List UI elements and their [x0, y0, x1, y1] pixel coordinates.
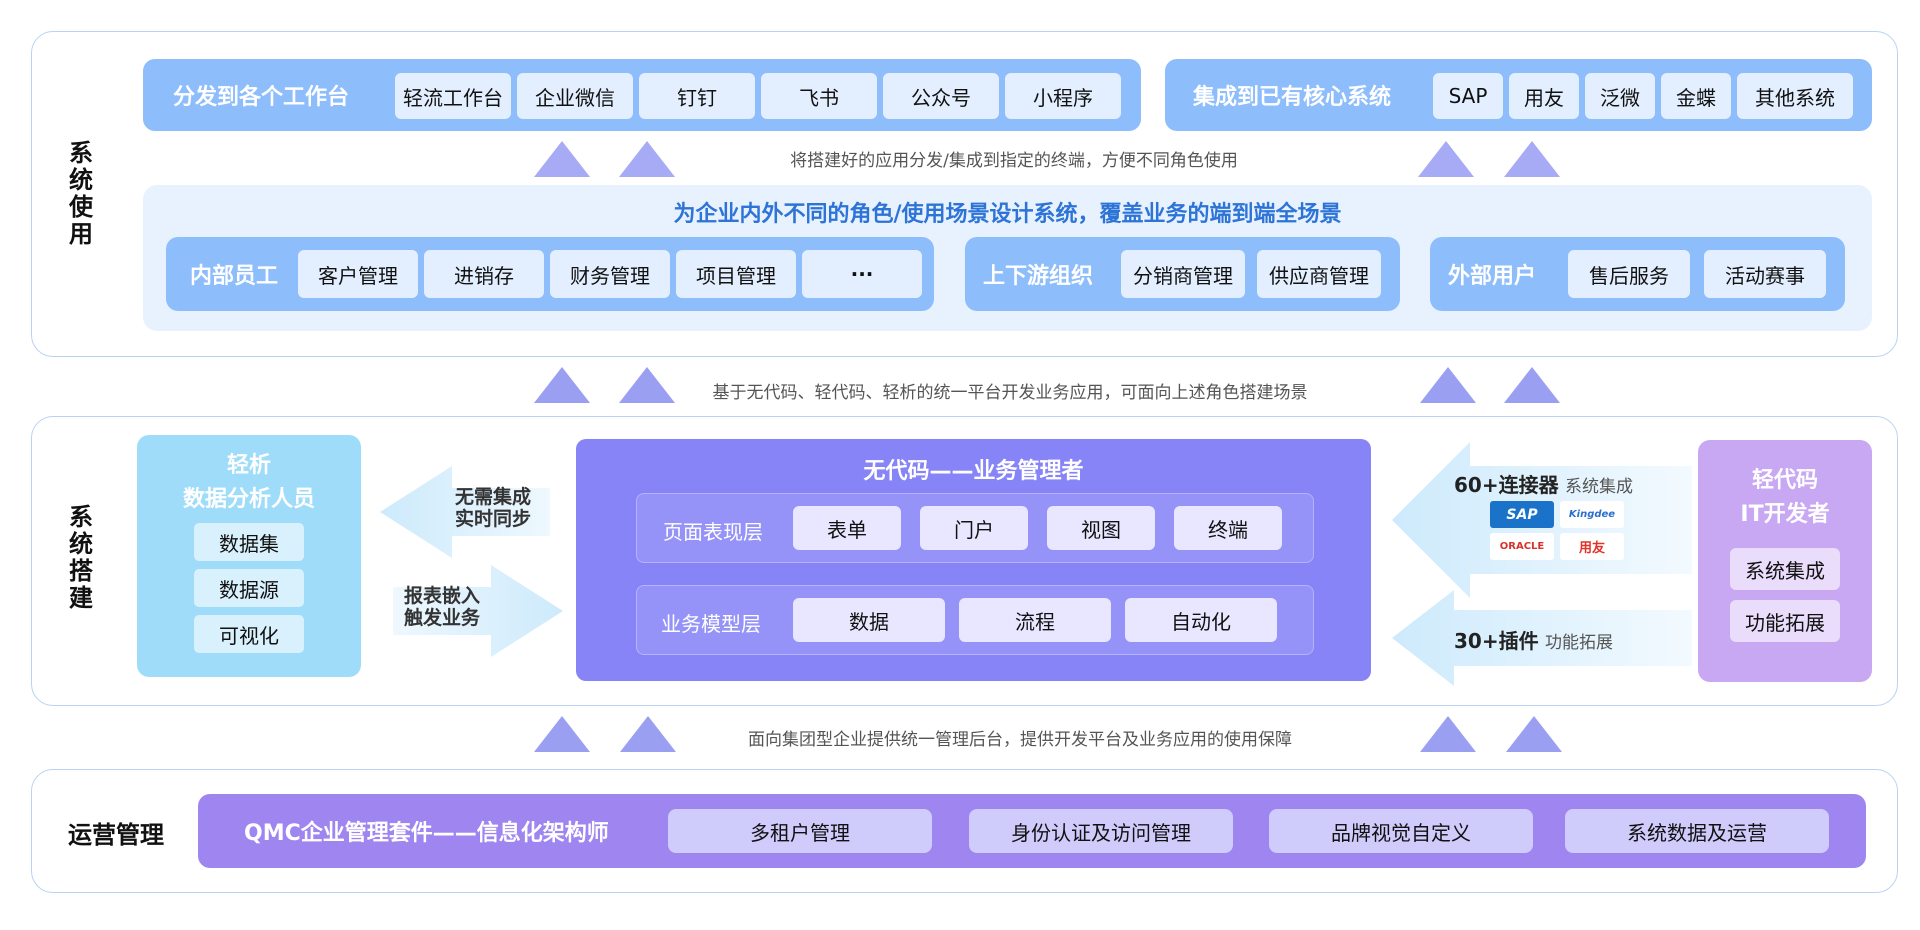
core-system-chip[interactable]: 其他系统: [1737, 73, 1853, 119]
scene-chip[interactable]: 分销商管理: [1121, 250, 1245, 298]
distribution-note: 将搭建好的应用分发/集成到指定的终端，方便不同角色使用: [790, 151, 1238, 171]
internal-staff-title: 内部员工: [190, 264, 279, 289]
scene-chip[interactable]: 客户管理: [298, 250, 418, 298]
up-arrow-icon: [1504, 367, 1560, 403]
sync-arrow-left: [380, 466, 550, 558]
workbench-chip[interactable]: 小程序: [1005, 73, 1121, 119]
nocode-title: 无代码——业务管理者: [863, 459, 1084, 484]
core-system-chip[interactable]: 用友: [1509, 73, 1579, 119]
lowcode-role: IT开发者: [1740, 502, 1830, 527]
analytics-chip[interactable]: 数据源: [194, 569, 304, 607]
page-layer: 页面表现层 表单 门户 视图 终端: [636, 493, 1314, 563]
embed-arrow-right: [393, 565, 563, 657]
oracle-logo: ORACLE: [1490, 533, 1554, 560]
analytics-chip[interactable]: 数据集: [194, 523, 304, 561]
plugins-sub: 功能拓展: [1544, 633, 1613, 653]
more-chip[interactable]: ···: [802, 250, 922, 298]
page-layer-chip[interactable]: 视图: [1047, 506, 1155, 550]
workbench-chip[interactable]: 企业微信: [517, 73, 633, 119]
up-arrow-icon: [1420, 367, 1476, 403]
lowcode-chip[interactable]: 功能拓展: [1730, 600, 1840, 642]
analytics-role: 数据分析人员: [182, 487, 315, 512]
analytics-title: 轻析: [226, 453, 271, 478]
model-layer-chip[interactable]: 数据: [793, 598, 945, 642]
scene-chip[interactable]: 供应商管理: [1257, 250, 1381, 298]
qmc-chip[interactable]: 多租户管理: [668, 809, 932, 853]
internal-staff-bar: 内部员工 客户管理 进销存 财务管理 项目管理 ···: [166, 237, 934, 311]
analytics-card: 轻析 数据分析人员 数据集 数据源 可视化: [137, 435, 361, 677]
system-build-label: 系 统 搭 建: [69, 503, 93, 612]
up-arrow-icon: [534, 716, 590, 752]
workbench-chip[interactable]: 轻流工作台: [395, 73, 511, 119]
operations-label: 运营管理: [68, 821, 164, 849]
connectors-count: 60+连接器: [1454, 473, 1559, 497]
scenes-headline: 为企业内外不同的角色/使用场景设计系统，覆盖业务的端到端全场景: [673, 202, 1342, 227]
core-system-chip[interactable]: 金蝶: [1661, 73, 1731, 119]
plugins-label: 30+插件 功能拓展: [1454, 625, 1613, 654]
analytics-chip[interactable]: 可视化: [194, 615, 304, 653]
workbench-chip[interactable]: 公众号: [883, 73, 999, 119]
up-arrow-icon: [534, 367, 590, 403]
up-arrow-icon: [620, 716, 676, 752]
workbench-chip[interactable]: 钉钉: [639, 73, 755, 119]
management-note: 面向集团型企业提供统一管理后台，提供开发平台及业务应用的使用保障: [748, 730, 1292, 750]
sync-arrow-label: 无需集成 实时同步: [455, 486, 532, 530]
qmc-bar: QMC企业管理套件——信息化架构师 多租户管理 身份认证及访问管理 品牌视觉自定…: [198, 794, 1866, 868]
up-arrow-icon: [1506, 716, 1562, 752]
external-users-bar: 外部用户 售后服务 活动赛事: [1430, 237, 1845, 311]
page-layer-chip[interactable]: 门户: [920, 506, 1028, 550]
up-arrow-icon: [1420, 716, 1476, 752]
scene-chip[interactable]: 项目管理: [676, 250, 796, 298]
lowcode-chip[interactable]: 系统集成: [1730, 548, 1840, 590]
yonyou-logo: 用友: [1560, 533, 1624, 560]
up-arrow-icon: [619, 141, 675, 177]
scene-chip[interactable]: 财务管理: [550, 250, 670, 298]
model-layer-chip[interactable]: 流程: [959, 598, 1111, 642]
plugins-arrow: [1392, 590, 1692, 686]
scene-chip[interactable]: 售后服务: [1568, 250, 1690, 298]
core-system-chip[interactable]: SAP: [1433, 73, 1503, 119]
up-arrow-icon: [534, 141, 590, 177]
distribute-title: 分发到各个工作台: [173, 85, 350, 110]
connectors-sub: 系统集成: [1564, 477, 1633, 497]
qmc-chip[interactable]: 品牌视觉自定义: [1269, 809, 1533, 853]
qmc-chip[interactable]: 身份认证及访问管理: [969, 809, 1233, 853]
integrate-bar: 集成到已有核心系统 SAP 用友 泛微 金蝶 其他系统: [1165, 59, 1872, 131]
qmc-chip[interactable]: 系统数据及运营: [1565, 809, 1829, 853]
upstream-downstream-title: 上下游组织: [983, 264, 1094, 289]
lowcode-card: 轻代码 IT开发者 系统集成 功能拓展: [1698, 440, 1872, 682]
sap-logo: SAP: [1490, 501, 1554, 528]
page-layer-label: 页面表现层: [663, 520, 763, 544]
model-layer-label: 业务模型层: [661, 612, 761, 636]
platform-note: 基于无代码、轻代码、轻析的统一平台开发业务应用，可面向上述角色搭建场景: [712, 383, 1308, 403]
connectors-label: 60+连接器 系统集成: [1454, 469, 1633, 498]
upstream-downstream-bar: 上下游组织 分销商管理 供应商管理: [965, 237, 1400, 311]
lowcode-title: 轻代码: [1751, 468, 1818, 493]
page-layer-chip[interactable]: 表单: [793, 506, 901, 550]
nocode-card: 无代码——业务管理者 页面表现层 表单 门户 视图 终端 业务模型层 数据 流程…: [576, 439, 1371, 681]
up-arrow-icon: [1504, 141, 1560, 177]
up-arrow-icon: [619, 367, 675, 403]
system-usage-label: 系 统 使 用: [69, 139, 93, 248]
up-arrow-icon: [1418, 141, 1474, 177]
page-layer-chip[interactable]: 终端: [1174, 506, 1282, 550]
distribute-bar: 分发到各个工作台 轻流工作台 企业微信 钉钉 飞书 公众号 小程序: [143, 59, 1141, 131]
scene-chip[interactable]: 进销存: [424, 250, 544, 298]
model-layer: 业务模型层 数据 流程 自动化: [636, 585, 1314, 655]
external-users-title: 外部用户: [1448, 264, 1537, 289]
integrate-title: 集成到已有核心系统: [1193, 85, 1392, 110]
plugins-count: 30+插件: [1454, 629, 1539, 653]
kingdee-logo: Kingdee: [1560, 501, 1624, 528]
workbench-chip[interactable]: 飞书: [761, 73, 877, 119]
model-layer-chip[interactable]: 自动化: [1125, 598, 1277, 642]
qmc-title: QMC企业管理套件——信息化架构师: [244, 821, 609, 846]
core-system-chip[interactable]: 泛微: [1585, 73, 1655, 119]
embed-arrow-label: 报表嵌入 触发业务: [404, 585, 481, 629]
scene-chip[interactable]: 活动赛事: [1704, 250, 1826, 298]
